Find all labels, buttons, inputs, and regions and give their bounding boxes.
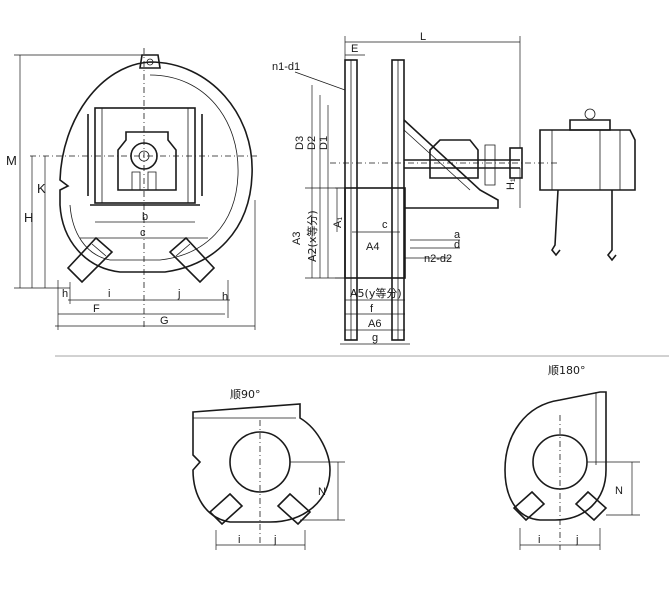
side-label-A3: A3 — [291, 232, 303, 245]
rotation-90-N: N — [318, 486, 326, 498]
front-label-h-right: h — [222, 291, 228, 303]
side-label-A2: A2(x等分) — [305, 210, 319, 262]
rotation-180-N: N — [615, 485, 623, 497]
front-label-h-left: h — [62, 288, 68, 300]
side-label-n2d2: n2-d2 — [424, 253, 452, 265]
side-label-f: f — [370, 303, 374, 315]
side-label-E: E — [351, 43, 358, 55]
rotation-90-j: j — [273, 534, 276, 546]
front-label-H: H — [24, 210, 33, 225]
side-label-n1d1: n1-d1 — [272, 61, 300, 73]
side-label-H1: H₁ — [505, 178, 517, 190]
side-label-g: g — [372, 332, 378, 344]
rotation-180-j: j — [575, 534, 578, 546]
rotation-180-title: 顺180° — [548, 364, 586, 377]
front-label-i: i — [108, 288, 110, 300]
front-label-c: c — [140, 227, 146, 239]
rotation-90-view: 顺90° N i j — [192, 388, 345, 550]
side-label-D1: D1 — [318, 136, 330, 150]
side-label-A6: A6 — [368, 318, 381, 330]
front-label-G: G — [160, 315, 169, 327]
rotation-180-view: 顺180° N i j — [504, 364, 640, 550]
front-label-F: F — [93, 303, 100, 315]
side-label-a: a — [454, 229, 461, 241]
side-label-A5: A5(y等分) — [350, 286, 402, 300]
front-label-K: K — [37, 181, 46, 196]
front-label-b: b — [142, 211, 148, 223]
front-label-M: M — [6, 153, 17, 168]
front-view: M H K b c h i j h F G — [6, 48, 669, 357]
side-label-d: d — [454, 239, 460, 251]
side-label-A4: A4 — [366, 241, 379, 253]
side-label-D2: D2 — [306, 136, 318, 150]
rotation-180-i: i — [538, 534, 540, 546]
side-label-c: c — [382, 219, 388, 231]
front-label-j: j — [177, 288, 180, 300]
side-label-D3: D3 — [294, 136, 306, 150]
rotation-90-i: i — [238, 534, 240, 546]
rotation-90-title: 顺90° — [230, 388, 261, 401]
side-label-L: L — [420, 31, 426, 43]
side-view: E L n1-d1 D3 D2 D1 A₁ A3 A2(x等分) A4 c a … — [272, 31, 636, 345]
side-label-A1: A₁ — [332, 217, 344, 228]
